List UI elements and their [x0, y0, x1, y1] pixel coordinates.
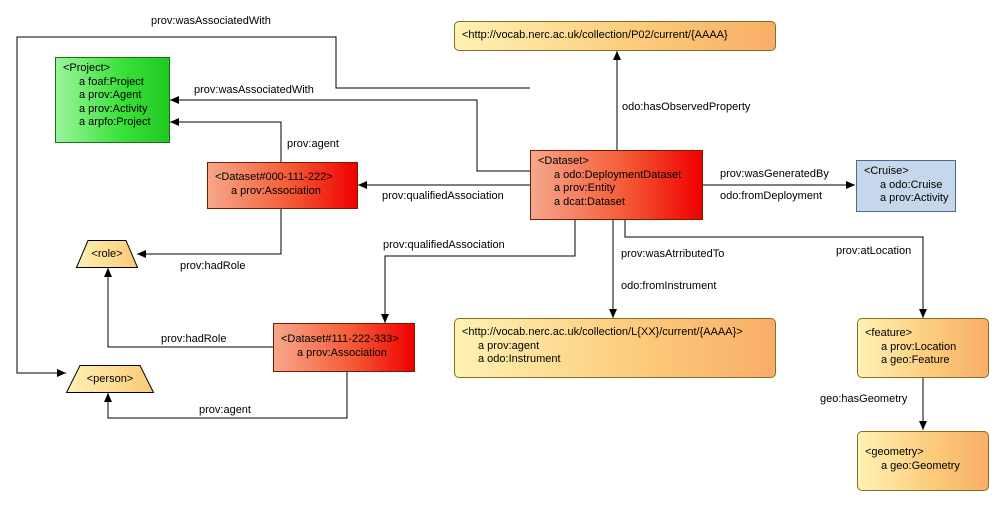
node-geometry-type: a geo:Geometry	[881, 459, 960, 472]
label-qualified-association-1: prov:qualifiedAssociation	[382, 190, 504, 202]
node-observed-property-uri: <http://vocab.nerc.ac.uk/collection/P02/…	[462, 29, 728, 41]
node-project-type-1: a foaf:Project	[79, 75, 144, 88]
node-role-label: <role>	[91, 248, 123, 260]
edge-had-role-1	[137, 209, 282, 258]
node-cruise: <Cruise> a odo:Cruise a prov:Activity	[856, 160, 956, 212]
label-agent-1: prov:agent	[287, 138, 339, 150]
person-shape	[66, 365, 154, 393]
edge-at-location	[624, 220, 927, 318]
node-instrument-type-1: a prov:agent	[478, 339, 540, 352]
edge-was-associated-with	[170, 96, 530, 172]
node-feature-type-2: a geo:Feature	[881, 354, 950, 366]
label-has-geometry: geo:hasGeometry	[820, 393, 908, 405]
node-project-title: <Project>	[63, 62, 111, 74]
node-dataset: <Dataset> a odo:DeploymentDataset a prov…	[530, 150, 703, 220]
node-feature-title: <feature>	[865, 327, 913, 339]
node-association-1: <Dataset#000-111-222> a prov:Association	[207, 162, 358, 209]
node-association-2-type: a prov:Association	[297, 346, 387, 359]
node-project-type-3: a prov:Activity	[79, 102, 148, 115]
edge-qualified-association-2	[381, 220, 576, 323]
label-has-observed-property: odo:hasObservedProperty	[622, 101, 751, 113]
node-dataset-type-3: a dcat:Dataset	[554, 195, 625, 208]
node-dataset-title: <Dataset>	[538, 155, 589, 167]
label-qualified-association-2: prov:qualifiedAssociation	[383, 239, 505, 251]
label-from-instrument: odo:fromInstrument	[621, 280, 717, 292]
node-instrument-uri: <http://vocab.nerc.ac.uk/collection/L{XX…	[462, 326, 743, 338]
node-cruise-type-2: a prov:Activity	[880, 192, 949, 204]
node-feature-type-1: a prov:Location	[881, 340, 957, 353]
edge-was-associated-with-top	[16, 36, 530, 377]
node-geometry: <geometry> a geo:Geometry	[857, 431, 989, 491]
label-at-location: prov:atLocation	[836, 245, 912, 257]
node-person-label: <person>	[86, 373, 134, 385]
node-dataset-type-1: a odo:DeploymentDataset	[554, 168, 682, 181]
role-shape	[76, 240, 138, 268]
label-was-generated-by: prov:wasGeneratedBy	[720, 168, 829, 180]
node-project-type-2: a prov:Agent	[79, 89, 142, 101]
edge-agent-2	[104, 372, 348, 419]
node-cruise-title: <Cruise>	[864, 165, 909, 177]
label-had-role-1: prov:hadRole	[180, 260, 246, 272]
node-role: <role>	[76, 240, 138, 268]
node-feature: <feature> a prov:Location a geo:Feature	[857, 318, 989, 378]
edge-had-role-2	[104, 268, 273, 348]
node-cruise-type-1: a odo:Cruise	[880, 178, 943, 191]
label-agent-2: prov:agent	[199, 404, 251, 416]
node-association-2: <Dataset#111-222-333> a prov:Association	[273, 323, 415, 372]
node-project-type-4: a arpfo:Project	[79, 116, 151, 128]
label-was-associated-with-top: prov:wasAssociatedWith	[151, 15, 271, 27]
label-was-attributed-to: prov:wasAtrributedTo	[621, 248, 725, 260]
node-association-1-type: a prov:Association	[231, 184, 321, 197]
node-association-1-title: <Dataset#000-111-222>	[215, 171, 333, 183]
node-association-2-title: <Dataset#111-222-333>	[281, 333, 399, 345]
node-instrument: <http://vocab.nerc.ac.uk/collection/L{XX…	[454, 318, 776, 378]
label-had-role-2: prov:hadRole	[161, 333, 227, 345]
node-project: <Project> a foaf:Project a prov:Agent a …	[55, 57, 170, 143]
node-person: <person>	[66, 365, 154, 393]
label-from-deployment: odo:fromDeployment	[720, 190, 823, 202]
node-instrument-type-2: a odo:Instrument	[478, 353, 561, 365]
node-dataset-type-2: a prov:Entity	[554, 182, 616, 194]
label-was-associated-with: prov:wasAssociatedWith	[194, 84, 314, 96]
edge-agent-1	[170, 118, 282, 162]
node-geometry-title: <geometry>	[865, 446, 924, 458]
node-observed-property: <http://vocab.nerc.ac.uk/collection/P02/…	[454, 21, 776, 51]
